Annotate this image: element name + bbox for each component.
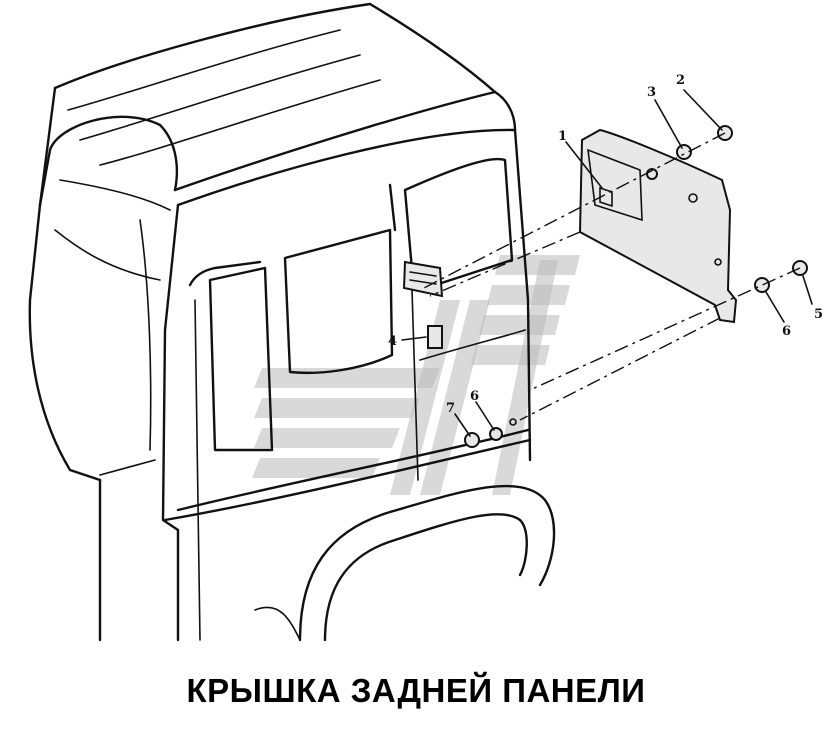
callout-6-lower: 6 [470, 389, 479, 404]
diagram-caption: КРЫШКА ЗАДНЕЙ ПАНЕЛИ [186, 672, 646, 709]
callout-1: 1 [558, 129, 567, 144]
callout-6-right: 6 [782, 324, 791, 339]
callout-leaders [401, 89, 813, 437]
callout-3: 3 [647, 85, 656, 100]
callout-2: 2 [676, 73, 685, 88]
callout-7: 7 [446, 401, 455, 416]
watermark-logo [252, 255, 580, 495]
callout-5: 5 [814, 307, 823, 322]
callout-4: 4 [388, 334, 397, 349]
rear-panel-cover [578, 128, 738, 324]
truck-cab-drawing [28, 2, 556, 642]
latch-handle [402, 260, 444, 349]
assembly-lines [419, 132, 801, 421]
